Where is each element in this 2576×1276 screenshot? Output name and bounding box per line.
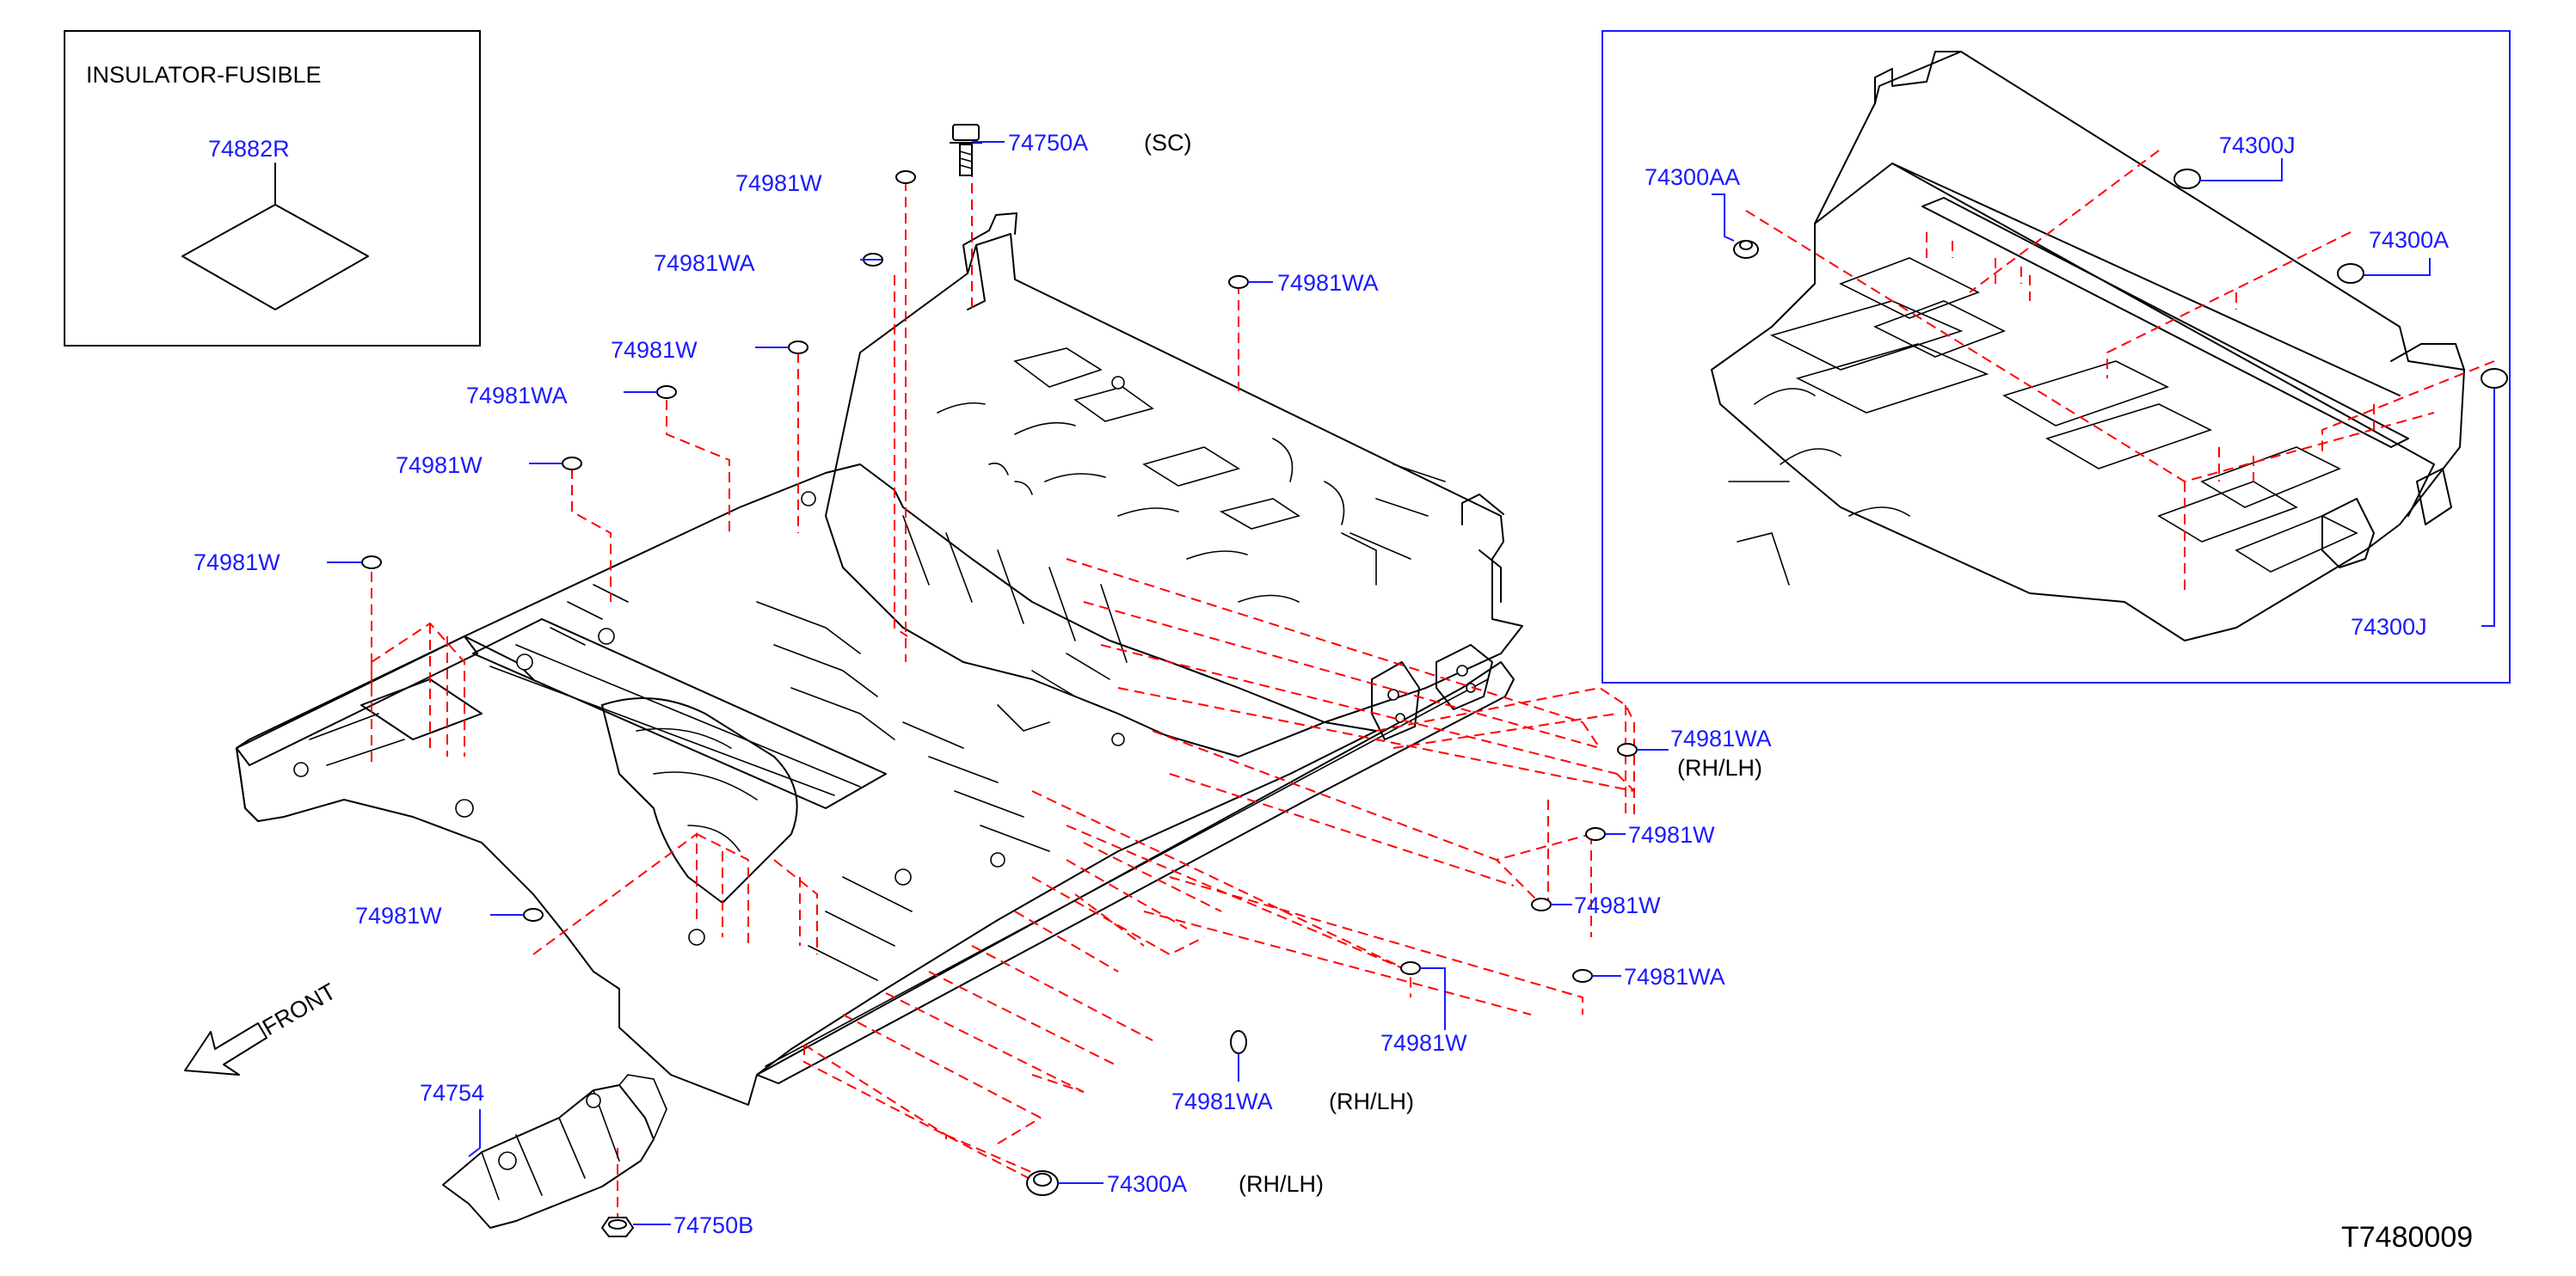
part-label-74981W-3[interactable]: 74981W [396, 452, 483, 478]
part-label-74981W-2[interactable]: 74981W [611, 337, 698, 363]
main-labels: 74750A (SC) 74981W 74981WA 74981WA 74981… [194, 130, 1772, 1238]
grommet-74981W-1-icon[interactable] [895, 170, 916, 184]
part-label-74981WA-2[interactable]: 74981WA [1277, 270, 1379, 296]
part-label-74981W-6[interactable]: 74981W [1574, 893, 1661, 918]
front-label: FRONT [258, 978, 341, 1040]
dashed-assembly-lines [371, 150, 1635, 1217]
grommet-74981WA-2-icon[interactable] [1228, 275, 1249, 289]
part-label-74300J-2[interactable]: 74300J [2351, 614, 2427, 640]
grommet-74981WA-5-icon[interactable] [1572, 969, 1593, 983]
part-label-74300A[interactable]: 74300A [1107, 1171, 1187, 1197]
insulator-box: INSULATOR-FUSIBLE 74882R [64, 30, 481, 347]
front-direction-indicator: FRONT [184, 978, 341, 1076]
grommet-74981W-5-icon[interactable] [1585, 827, 1606, 841]
front-arrow-icon [184, 1022, 267, 1076]
part-label-74981WA-4[interactable]: 74981WA [1670, 726, 1772, 751]
grommet-74300J-2-icon[interactable] [2481, 368, 2508, 389]
grommet-74981W-4-icon[interactable] [361, 555, 382, 569]
grommet-74300J-1-icon[interactable] [2173, 169, 2201, 189]
note-sc: (SC) [1144, 130, 1192, 156]
grommet-74981W-6-icon[interactable] [1531, 898, 1552, 911]
grommet-74981W-3-icon[interactable] [562, 457, 582, 470]
part-label-74981W-4[interactable]: 74981W [194, 549, 280, 575]
part-label-74981W-1[interactable]: 74981W [735, 170, 822, 196]
part-label-74981WA-1[interactable]: 74981WA [654, 250, 755, 276]
part-label-74981W-7[interactable]: 74981W [1380, 1030, 1467, 1056]
bolt-74750A-icon[interactable] [950, 124, 982, 176]
grommet-74300A-inset-icon[interactable] [2337, 263, 2364, 284]
grommet-74981W-8-icon[interactable] [523, 908, 544, 922]
floor-panel-drawing [236, 212, 1523, 1106]
grommet-74981WA-3-icon[interactable] [656, 385, 677, 399]
note-rhlh-3: (RH/LH) [1239, 1171, 1324, 1197]
part-label-74750A[interactable]: 74750A [1008, 130, 1088, 156]
part-label-74981WA-3[interactable]: 74981WA [466, 383, 568, 408]
drawing-code: T7480009 [2341, 1221, 2473, 1254]
insulator-title: INSULATOR-FUSIBLE [86, 62, 322, 88]
note-rhlh-1: (RH/LH) [1677, 755, 1762, 781]
part-label-74981W-5[interactable]: 74981W [1628, 822, 1715, 848]
part-label-74750B[interactable]: 74750B [673, 1212, 753, 1238]
rear-detail-inset: 74300AA 74300J 74300A 74300J [1602, 30, 2511, 684]
part-label-74981WA-5[interactable]: 74981WA [1624, 964, 1725, 990]
grommet-74981W-7-icon[interactable] [1400, 961, 1421, 975]
part-label-74300AA[interactable]: 74300AA [1645, 164, 1740, 190]
note-rhlh-2: (RH/LH) [1329, 1089, 1414, 1114]
front-insulator-74754 [442, 1074, 667, 1229]
inset-frame [1602, 30, 2511, 684]
fasteners [361, 124, 1638, 1237]
nut-74750B-icon[interactable] [600, 1217, 635, 1237]
part-label-74882R[interactable]: 74882R [208, 136, 290, 162]
part-label-74300A-inset[interactable]: 74300A [2369, 227, 2449, 253]
part-label-74754[interactable]: 74754 [420, 1080, 484, 1106]
part-label-74300J-1[interactable]: 74300J [2219, 132, 2296, 158]
part-label-74981WA-6[interactable]: 74981WA [1171, 1089, 1273, 1114]
part-label-74981W-8[interactable]: 74981W [355, 903, 442, 929]
grommet-74981WA-6-icon[interactable] [1230, 1030, 1247, 1054]
grommet-74300A-sill-icon[interactable] [1026, 1170, 1059, 1196]
leader-lines [327, 141, 1669, 1225]
grommet-74981W-2-icon[interactable] [788, 340, 808, 354]
insulator-pad-shape [181, 204, 369, 310]
grommet-74981WA-4-icon[interactable] [1617, 743, 1638, 757]
